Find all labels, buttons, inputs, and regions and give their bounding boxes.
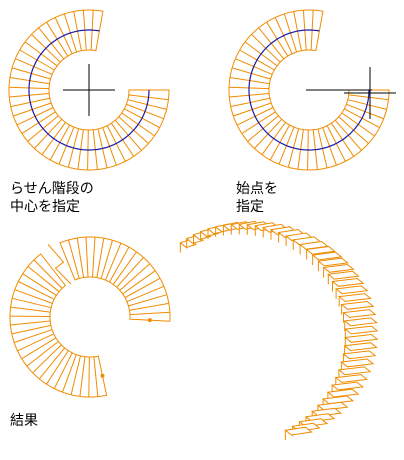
stair-tread — [96, 238, 105, 278]
stair-tread — [88, 356, 90, 398]
stair-step-3d — [342, 309, 377, 318]
stair-tread — [116, 257, 144, 288]
caption-result: 結果 — [10, 413, 38, 429]
panel-start-point-selection — [228, 9, 396, 171]
stair-tread — [129, 302, 169, 311]
stair-tread — [27, 266, 60, 293]
panel-center-selection — [8, 9, 170, 171]
walkline-arc — [248, 29, 370, 151]
stair-step-3d — [331, 277, 365, 287]
stair-tread — [122, 270, 156, 295]
stair-step-3d — [337, 293, 372, 302]
stair-tread — [14, 289, 53, 304]
stair-step-3d — [327, 270, 360, 280]
stair-outline — [59, 236, 171, 322]
stair-tread — [18, 281, 55, 300]
stair-tread — [10, 320, 51, 326]
break-line — [47, 243, 72, 285]
stair-step-3d — [322, 263, 355, 273]
stair-tread — [124, 277, 161, 299]
stair-tread — [119, 263, 151, 291]
stair-step-3d — [334, 285, 369, 295]
stair-tread — [53, 352, 73, 389]
stair-outline — [8, 9, 170, 171]
stair-tread — [12, 297, 52, 309]
stair-tread — [70, 355, 81, 395]
stair-tread — [129, 311, 170, 316]
stair-end-marker — [100, 373, 105, 378]
panel-3d-result — [179, 220, 379, 441]
stair-step-3d — [330, 381, 365, 391]
stair-tread — [126, 285, 165, 303]
stair-tread — [14, 329, 53, 343]
stair-tread — [109, 246, 130, 283]
stair-step-3d — [316, 401, 349, 411]
stair-tread — [92, 237, 96, 278]
start-point-crosshair — [344, 67, 396, 119]
stair-step-3d — [337, 366, 372, 376]
stair-tread — [79, 356, 86, 397]
stair-step-3d — [340, 300, 375, 310]
center-crosshair — [63, 64, 115, 116]
panel-result-plan — [9, 236, 171, 398]
stair-outline — [228, 9, 390, 171]
spiral-stair-3d — [179, 220, 379, 441]
spiral-stair-plan-upper — [59, 236, 171, 322]
stair-step-3d — [305, 245, 336, 255]
stair-step-3d — [317, 257, 349, 267]
stair-tread — [21, 337, 57, 360]
stair-step-3d — [343, 342, 378, 352]
stair-step-3d — [284, 426, 313, 436]
walkline-arc — [28, 29, 150, 151]
stair-start-marker — [147, 318, 152, 323]
stair-tread — [105, 243, 122, 281]
stair-step-3d — [340, 358, 375, 368]
stair-step-3d — [334, 374, 369, 383]
stair-tread — [11, 324, 52, 335]
stair-tread — [10, 306, 51, 313]
stair-step-3d — [311, 251, 343, 261]
stair-step-3d — [344, 325, 379, 335]
stair-tread — [33, 259, 63, 289]
stair-tread — [85, 237, 89, 278]
stair-tread — [17, 333, 54, 352]
stair-step-3d — [321, 395, 355, 405]
stair-step-3d — [344, 333, 379, 343]
stair-tread — [38, 347, 65, 380]
stair-tread — [93, 356, 99, 397]
stair-tread — [128, 294, 167, 307]
stair-tread — [22, 273, 57, 296]
stair-tread — [76, 237, 85, 278]
stair-tread — [32, 344, 62, 374]
stair-step-3d — [310, 407, 343, 417]
stair-tread — [100, 240, 113, 279]
stair-tread — [26, 341, 59, 367]
stair-step-3d — [343, 317, 378, 327]
stair-step-3d — [326, 388, 360, 398]
stair-tread — [68, 239, 80, 279]
stair-tread — [62, 354, 77, 393]
stair-tread — [112, 251, 137, 285]
stair-tread — [46, 350, 69, 385]
caption-specify-start: 始点を 指定 — [236, 181, 278, 215]
spiral-stair-plan-lower — [9, 253, 108, 398]
caption-specify-center: らせん階段の 中心を指定 — [10, 181, 94, 215]
stair-step-3d — [342, 350, 377, 360]
